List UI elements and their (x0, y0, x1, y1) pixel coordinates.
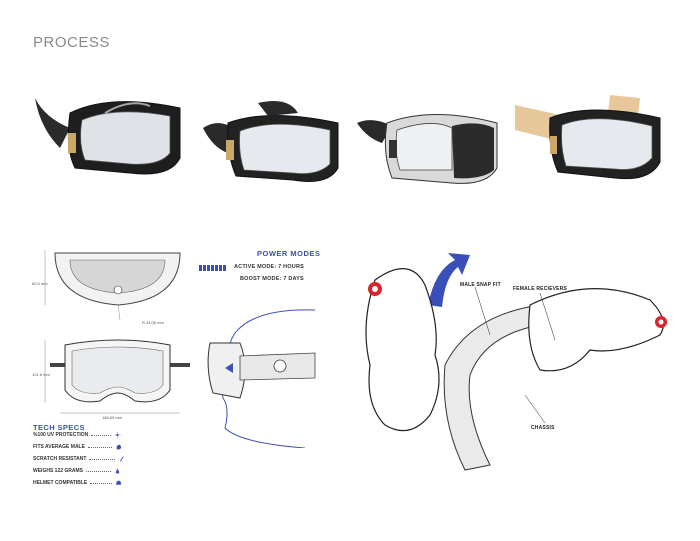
spec-label: WEIGHS 122 GRAMS (33, 468, 84, 474)
sun-icon (114, 432, 121, 438)
head-icon (116, 444, 121, 450)
front-height-dim: 101.6 mm (32, 372, 50, 377)
page-title: PROCESS (33, 34, 110, 51)
goggle-sketch-3 (357, 114, 498, 184)
front-width-dim: 186.69 mm (102, 415, 123, 420)
goggle-sketch-4 (515, 95, 661, 180)
spec-label: FITS AVERAGE MALE (33, 444, 85, 450)
goggle-sketch-1 (35, 98, 181, 175)
spec-label: HELMET COMPATIBLE (33, 480, 88, 486)
spec-label: SCRATCH RESISTANT (33, 456, 87, 462)
goggle-sketch-2 (203, 100, 339, 182)
active-mode-text: ACTIVE MODE: 7 HOURS (234, 264, 305, 270)
tech-specs-title: TECH SPECS (33, 423, 85, 432)
male-snap-label: MALE SNAP FIT (460, 282, 501, 288)
front-drawing (44, 339, 190, 414)
power-modes-title: POWER MODES (257, 249, 321, 258)
strap-width-dim: R 34.06 mm (142, 320, 164, 325)
weight-icon (115, 468, 120, 474)
assembly-illustration (365, 253, 667, 471)
spec-label: %100 UV PROTECTION (33, 432, 89, 438)
spec-row: HELMET COMPATIBLE (33, 480, 122, 486)
battery-icon (199, 265, 229, 271)
female-receivers-label: FEMALE RECIEVERS (513, 286, 568, 292)
boost-mode-text: BOOST MODE: 7 DAYS (240, 276, 304, 282)
spec-row: FITS AVERAGE MALE (33, 444, 122, 450)
side-profile-drawing (207, 309, 316, 448)
helmet-icon (116, 480, 122, 485)
spec-row: WEIGHS 122 GRAMS (33, 468, 121, 474)
chassis-label: CHASSIS (531, 425, 555, 431)
spec-row: %100 UV PROTECTION (33, 432, 121, 438)
strap-height-dim: 60.9 mm (32, 281, 48, 286)
spec-row: SCRATCH RESISTANT (33, 456, 125, 462)
scratch-icon (120, 456, 125, 462)
strap-drawing (44, 250, 181, 321)
